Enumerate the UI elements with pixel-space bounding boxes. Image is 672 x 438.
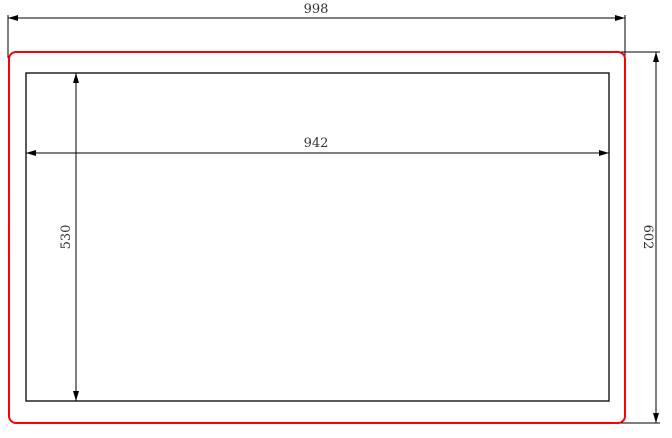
outer-width-dimension: 998: [7, 2, 626, 58]
outer-frame: [8, 51, 626, 424]
inner-width-dimension: 942: [26, 136, 609, 156]
outer-height-dimension: 602: [621, 51, 660, 424]
inner-width-label: 942: [304, 136, 329, 151]
inner-height-label: 530: [59, 225, 74, 250]
inner-height-dimension: 530: [59, 73, 79, 401]
outer-width-label: 998: [304, 2, 329, 17]
inner-panel: [25, 72, 610, 402]
outer-height-label: 602: [640, 225, 655, 250]
